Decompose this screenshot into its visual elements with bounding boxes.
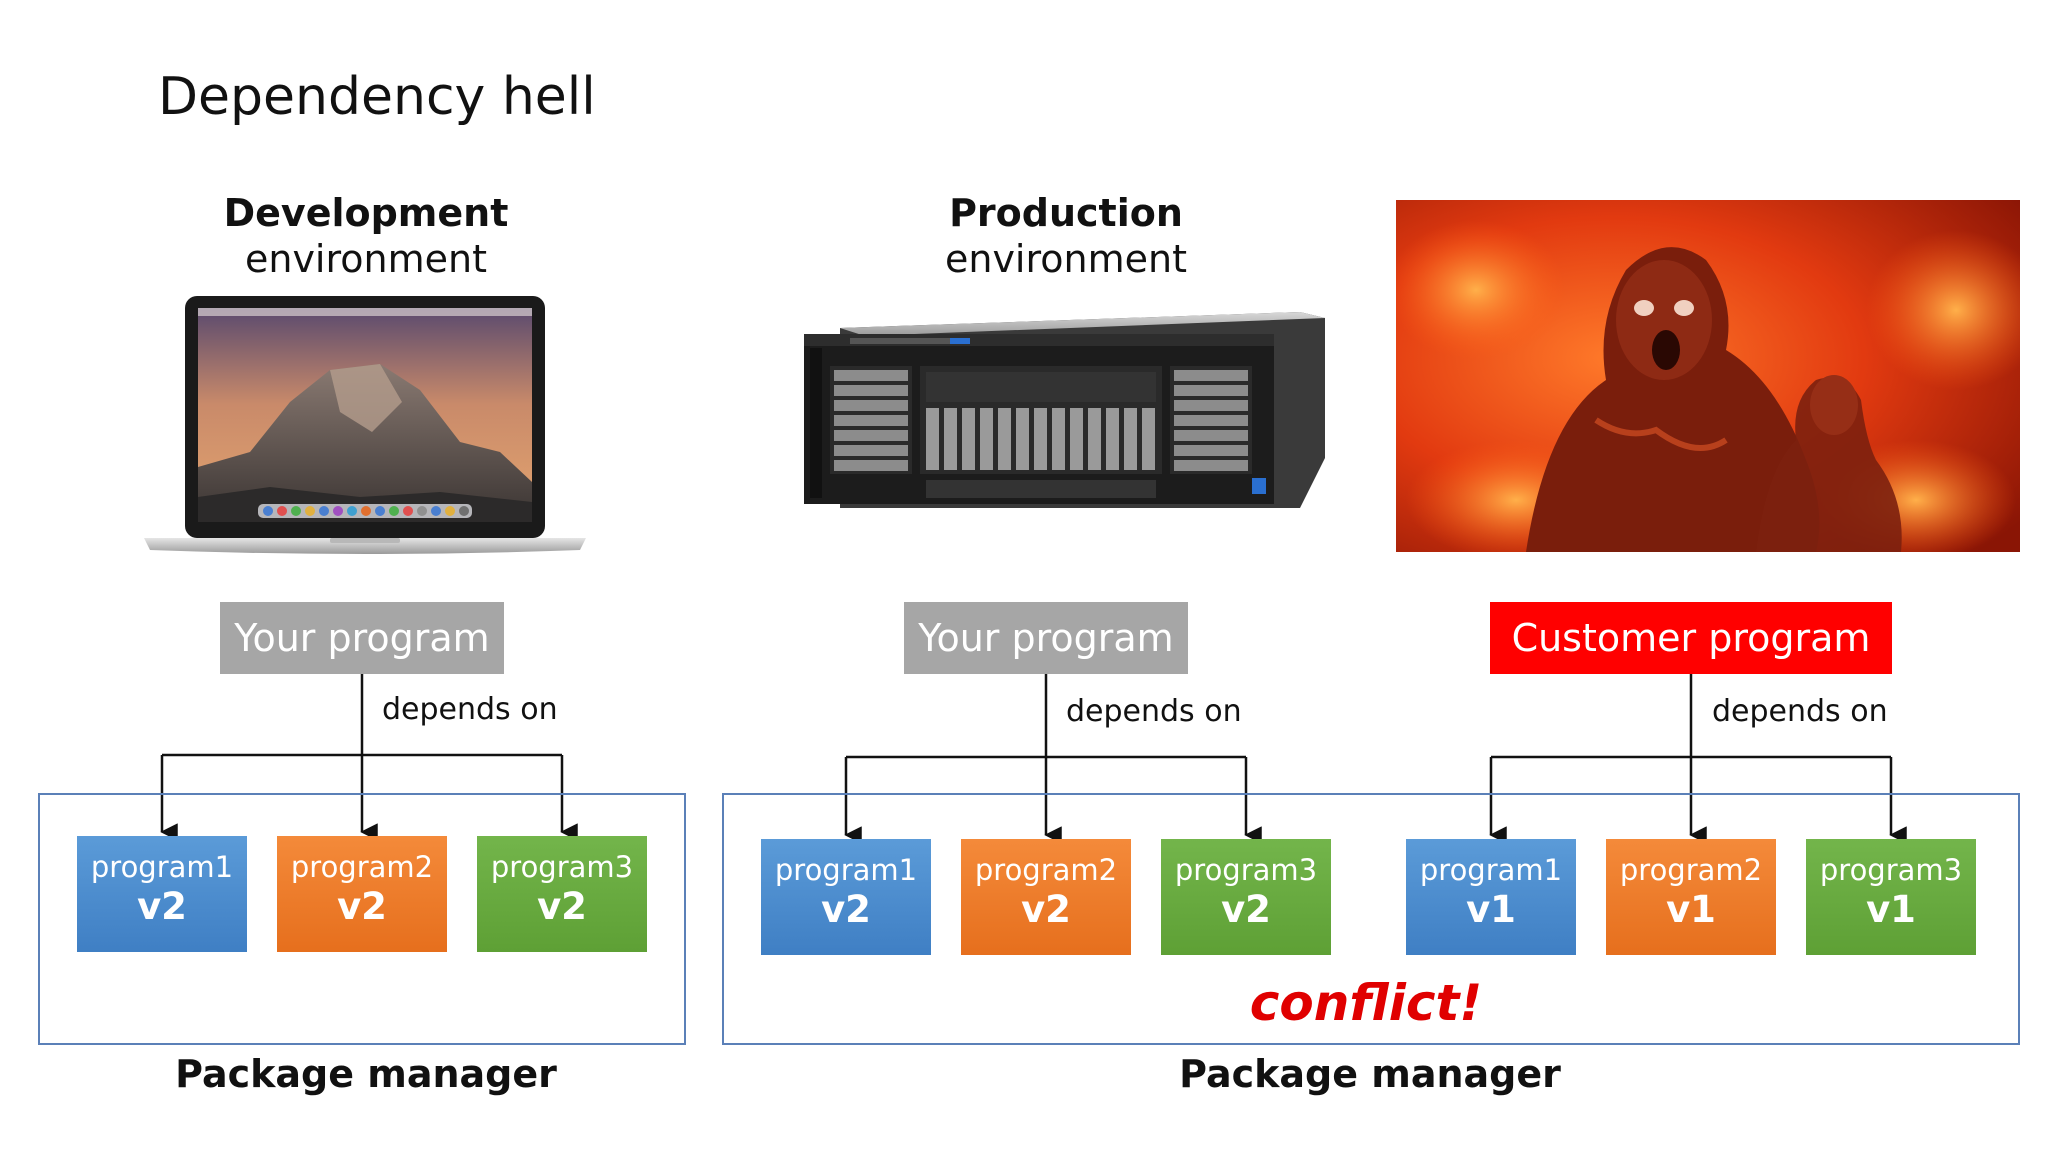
package-name: program2 [974, 853, 1118, 887]
prod-package-manager-label: Package manager [1179, 1052, 1561, 1096]
development-environment-label: environment [244, 237, 487, 281]
package-name: program1 [1419, 853, 1563, 887]
prod-depends-on-label: depends on [1066, 694, 1242, 729]
conflict-label: conflict! [1249, 974, 1483, 1032]
page-title: Dependency hell [158, 67, 596, 127]
package-name: program1 [774, 853, 918, 887]
package-version: v2 [1221, 888, 1271, 931]
prod-package-program1-v1: program1 v1 [1406, 839, 1576, 955]
dev-package-program3: program3 v2 [477, 836, 647, 952]
package-name: program2 [290, 850, 434, 884]
prod-package-program1-v2: program1 v2 [761, 839, 931, 955]
production-environment-heading: Production environment [906, 190, 1226, 282]
package-version: v1 [1666, 888, 1716, 931]
development-label: Development [223, 191, 509, 235]
production-label: Production [949, 191, 1183, 235]
dev-package-program2: program2 v2 [277, 836, 447, 952]
package-name: program3 [1174, 853, 1318, 887]
package-name: program3 [490, 850, 634, 884]
prod-package-manager-frame [722, 793, 2020, 1045]
prod-package-program2-v2: program2 v2 [961, 839, 1131, 955]
prod-package-program3-v2: program3 v2 [1161, 839, 1331, 955]
package-version: v1 [1466, 888, 1516, 931]
dev-package-program1: program1 v2 [77, 836, 247, 952]
dev-package-manager-frame [38, 793, 686, 1045]
development-environment-heading: Development environment [206, 190, 526, 282]
package-name: program2 [1619, 853, 1763, 887]
package-version: v2 [337, 885, 387, 928]
package-version: v2 [537, 885, 587, 928]
dev-package-manager-label: Package manager [175, 1052, 557, 1096]
customer-depends-on-label: depends on [1712, 694, 1888, 729]
production-environment-label: environment [944, 237, 1187, 281]
dev-your-program-box: Your program [220, 602, 504, 674]
hell-fire-image [1396, 200, 2020, 552]
prod-your-program-box: Your program [904, 602, 1188, 674]
prod-package-program2-v1: program2 v1 [1606, 839, 1776, 955]
package-version: v2 [1021, 888, 1071, 931]
server-image [804, 312, 1325, 508]
package-version: v1 [1866, 888, 1916, 931]
prod-package-program3-v1: program3 v1 [1806, 839, 1976, 955]
customer-program-box: Customer program [1490, 602, 1892, 674]
package-version: v2 [137, 885, 187, 928]
package-name: program1 [90, 850, 234, 884]
dev-depends-on-label: depends on [382, 692, 558, 727]
laptop-image [144, 296, 586, 554]
package-name: program3 [1819, 853, 1963, 887]
package-version: v2 [821, 888, 871, 931]
